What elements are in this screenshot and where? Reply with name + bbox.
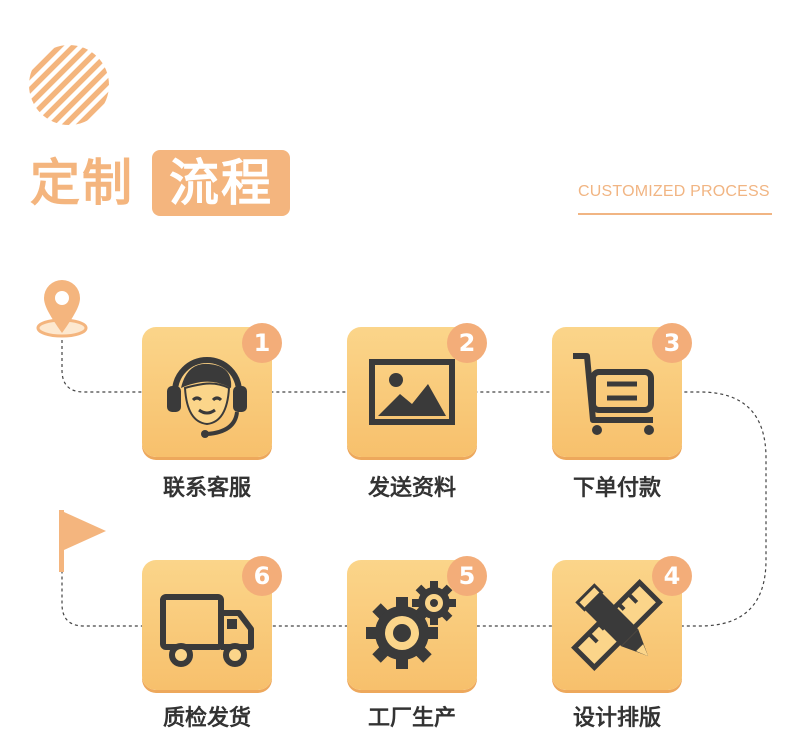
headset-agent-icon — [167, 357, 247, 438]
step-card-4[interactable]: 4 — [552, 556, 692, 690]
step-number-badge: 6 — [242, 556, 282, 596]
image-icon — [369, 359, 455, 425]
step-number-badge: 2 — [447, 323, 487, 363]
subtitle-underline — [578, 213, 772, 215]
step-number-badge: 4 — [652, 556, 692, 596]
step-label-5: 工厂生产 — [367, 706, 456, 731]
step-number-badge: 1 — [242, 323, 282, 363]
page-title-part1: 定制 — [30, 154, 134, 212]
step-number-badge: 3 — [652, 323, 692, 363]
step-label-3: 下单付款 — [572, 476, 661, 501]
step-card-6[interactable]: 6 — [142, 556, 282, 690]
step-label-1: 联系客服 — [162, 476, 251, 501]
step-label-4: 设计排版 — [572, 706, 661, 731]
step-label-2: 发送资料 — [367, 476, 456, 501]
cart-icon — [573, 353, 654, 435]
step-number-badge: 5 — [447, 556, 487, 596]
page-title-highlight-box — [152, 150, 290, 216]
flag-icon — [59, 510, 106, 572]
pencil-ruler-icon — [571, 579, 663, 671]
step-card-3[interactable]: 3 — [552, 323, 692, 457]
location-pin-icon — [36, 280, 88, 338]
striped-circle-decoration — [29, 45, 109, 125]
dashed-connector-line — [61, 334, 767, 627]
gears-icon — [366, 581, 456, 669]
step-card-1[interactable]: 1 — [142, 323, 282, 457]
step-card-2[interactable]: 2 — [347, 323, 487, 457]
truck-icon — [160, 594, 254, 667]
step-label-6: 质检发货 — [162, 706, 251, 731]
step-card-5[interactable]: 5 — [347, 556, 487, 690]
page-title-part2: 流程 — [169, 154, 273, 212]
page-subtitle: CUSTOMIZED PROCESS — [578, 183, 770, 200]
